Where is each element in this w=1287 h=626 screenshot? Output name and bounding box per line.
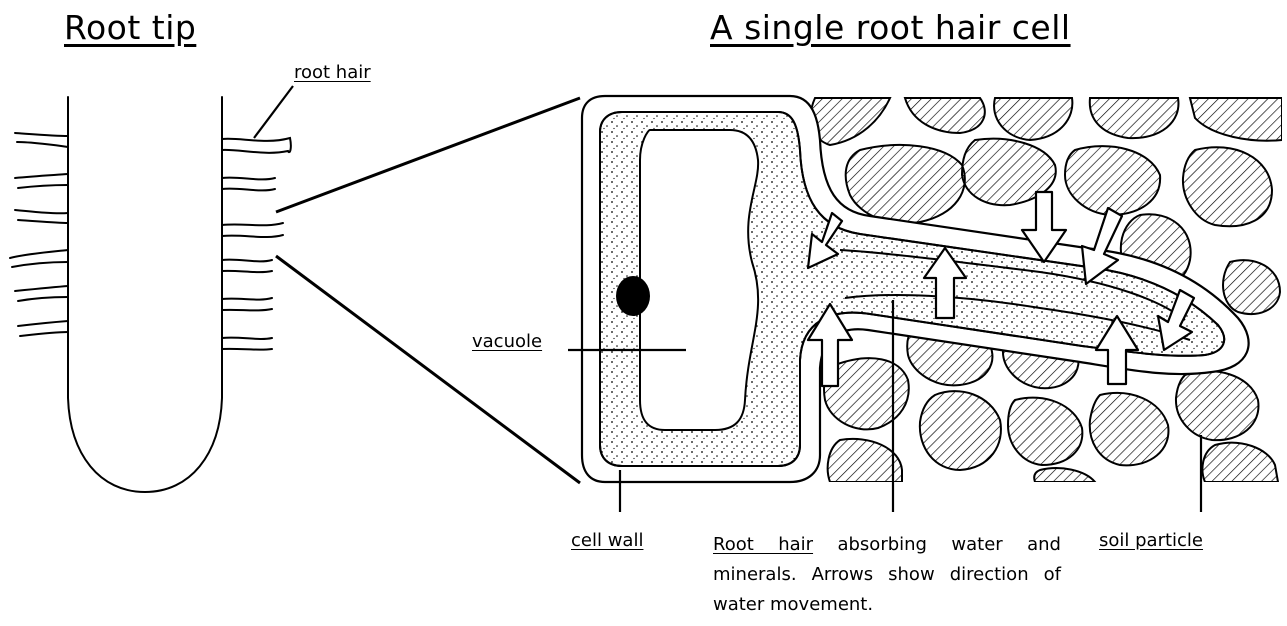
root-hairs-right <box>222 138 291 350</box>
root-hair-cell-title: A single root hair cell <box>710 8 1071 47</box>
label-cell-wall: cell wall <box>571 530 643 551</box>
root-hairs-left <box>10 133 68 336</box>
label-root-hair: root hair <box>294 62 371 83</box>
root-tip-outline <box>68 97 222 492</box>
label-vacuole: vacuole <box>472 331 542 352</box>
root-hair-caption: Root hair absorbing water and minerals. … <box>713 530 1061 620</box>
root-tip-title: Root tip <box>64 8 196 47</box>
caption-term: Root hair <box>713 534 813 555</box>
label-soil-particle: soil particle <box>1099 530 1203 551</box>
caption-line1: absorbing water <box>837 534 1002 555</box>
zoom-lines <box>276 98 580 483</box>
nucleus <box>616 276 650 316</box>
